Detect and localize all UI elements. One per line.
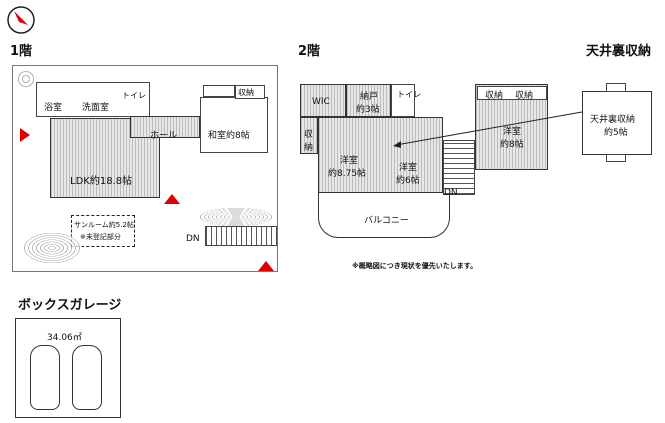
room-washroom: 洗面室 [82,103,110,113]
room-storage-a: 収納 [485,91,504,101]
room-storage-left-2: 納 [304,143,314,153]
tree-icon [22,232,82,264]
compass-icon [6,5,36,35]
stairs-2f [443,140,475,195]
hall-area [130,116,200,138]
sunroom-label: サンルーム約5.2帖 [74,221,134,229]
sunroom-note: ※未登記部分 [80,233,121,241]
stairs-down-label: DN [186,234,200,244]
entrance-marker-icon [164,194,180,204]
room-toilet: トイレ [122,91,146,100]
floor1-heading: 1階 [10,44,33,59]
sunroom [71,215,135,247]
entrance-marker-icon [258,261,274,271]
floor1-plan [12,65,278,272]
floor1-wet-area [36,82,150,117]
room-washitsu: 和室約8帖 [208,131,250,141]
toilet-2f [391,84,415,117]
tree-icon [200,208,272,226]
washitsu-storage [235,85,265,99]
room-wic: WIC [312,97,330,107]
room-bedroom-b-size: 約6帖 [396,176,420,186]
wic-room [300,84,346,117]
attic-size: 約5帖 [604,128,628,138]
floor2-heading: 2階 [298,44,321,59]
nando-room [346,84,391,117]
garage-area: 34.06㎡ [47,333,82,343]
garage-heading: ボックスガレージ [18,298,122,313]
attic-bump [606,154,626,162]
room-bedroom-a-size: 約8.75帖 [328,169,367,179]
room-hall: ホール [150,131,178,141]
room-bedroom-c-size: 約8帖 [500,140,524,150]
room-bedroom-c: 洋室 [503,127,522,137]
storage-left-2f [300,117,318,154]
disclaimer-note: ※概略図につき現状を優先いたします。 [352,262,478,270]
car-icon [72,345,102,410]
washitsu-alcove [203,85,235,97]
room-balcony: バルコニー [364,216,409,226]
room-nando: 納戸 [360,92,379,102]
room-storage: 収納 [238,88,254,97]
attic-heading: 天井裏収納 [586,44,652,59]
room-bedroom-b: 洋室 [399,163,418,173]
stairs-outdoor [205,226,277,246]
bedroom-area-2f [318,117,443,193]
car-icon [30,345,60,410]
attic-hatch [606,83,626,92]
garage-plan [15,318,121,418]
balcony [318,193,450,238]
attic-label: 天井裏収納 [590,115,636,125]
washitsu-room [200,97,268,153]
tree-icon [15,68,37,90]
room-toilet-2f: トイレ [397,90,421,99]
room-ldk: LDK約18.8帖 [70,176,133,187]
closets-2f [477,86,547,100]
entrance-marker-icon [20,128,30,142]
room-bedroom-a: 洋室 [340,156,359,166]
room-nando-size: 約3帖 [356,105,380,115]
room-bath: 浴室 [44,103,63,113]
room-storage-left: 収 [304,130,314,140]
stairs-down-label-2f: DN [444,188,458,198]
room-storage-b: 収納 [515,91,534,101]
